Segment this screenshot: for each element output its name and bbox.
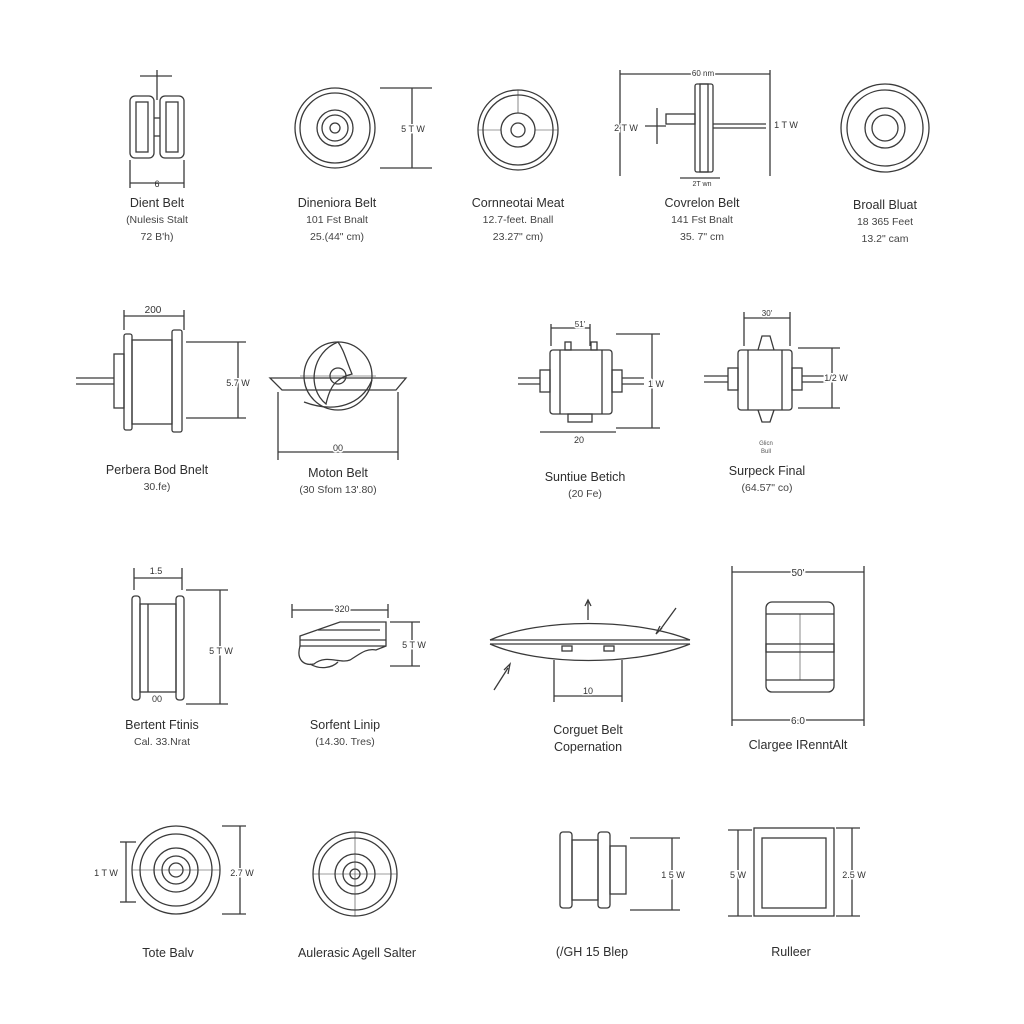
caption-line: (64.57" co) <box>741 482 793 494</box>
dim-label: 5.7 W <box>226 378 250 388</box>
caption-title: Surpeck Final <box>728 464 806 478</box>
caption-moton-belt: Moton Belt (30 Sfom 13'.80) <box>228 465 448 499</box>
dim-label: 20 <box>574 435 584 445</box>
drawing-dient-belt: 6 <box>129 70 185 189</box>
caption-line: 25.(44" cm) <box>310 231 364 243</box>
caption-dineniora-belt: Dineniora Belt 101 Fst Bnalt 25.(44" cm) <box>227 195 447 246</box>
caption-line: (20 Fe) <box>568 488 602 500</box>
drawing-rulleer: 5 W 2.5 W <box>728 827 868 917</box>
drawing-corguet-belt: 10 <box>489 598 691 702</box>
caption-title: Perbera Bod Bnelt <box>105 463 209 477</box>
caption-title: Dient Belt <box>129 196 185 210</box>
caption-title: Bertent Ftinis <box>125 718 199 732</box>
dim-label: 30' <box>762 309 773 318</box>
caption-surpeck-final: Surpeck Final (64.57" co) <box>657 463 877 497</box>
caption-title: Suntiue Betich <box>544 470 626 484</box>
caption-title: Sorfent Linip <box>309 718 381 732</box>
caption-line: Copernation <box>553 740 623 754</box>
drawing-perbera-bod-bnelt: 200 5.7 W <box>76 304 252 433</box>
caption-line: 30.fe) <box>143 481 171 493</box>
caption-line: Cal. 33.Nrat <box>133 736 191 748</box>
caption-title: Covrelon Belt <box>664 196 740 210</box>
caption-line: (30 Sfom 13'.80) <box>299 484 377 496</box>
caption-title: Moton Belt <box>308 466 368 480</box>
caption-covrelon-belt: Covrelon Belt 141 Fst Bnalt 35. 7" cm <box>592 195 812 246</box>
caption-aulerasic-agell-salter: Aulerasic Agell Salter <box>247 945 467 962</box>
dim-label: 2T wn <box>693 181 712 188</box>
drawing-covrelon-belt: 60 nm 2 T W 1 T W 2T wn <box>613 68 800 189</box>
dim-label: 1.5 <box>150 566 163 576</box>
dim-label: 00 <box>152 694 162 704</box>
dim-label: 5 T W <box>209 646 233 656</box>
caption-line: 13.2" cam <box>861 233 909 245</box>
dim-label: 2.5 W <box>842 870 866 880</box>
caption-line: (Nulesis Stalt <box>126 214 188 226</box>
dim-label: 00 <box>333 443 343 453</box>
caption-title: Aulerasic Agell Salter <box>297 946 417 960</box>
dim-label: 2 T W <box>614 123 638 133</box>
drawing-surpeck-final: 30' 1/2 W Glicn Bull <box>704 308 850 455</box>
drawing-clargee-irenntalt: 50' 6.0 <box>731 566 865 729</box>
dim-label: 5 T W <box>401 124 425 134</box>
drawing-suntiue-betich: 51' 1 W 20 <box>518 319 666 445</box>
dim-label: Glicn <box>759 441 773 447</box>
caption-suntiue-betich: Suntiue Betich (20 Fe) <box>475 469 695 503</box>
dim-label: 60 nm <box>692 69 715 78</box>
caption-cornneotai-meat: Cornneotai Meat 12.7-feet. Bnall 23.27" … <box>408 195 628 246</box>
caption-tote-balv: Tote Balv <box>58 945 278 962</box>
drawing-broall-bluat <box>840 83 930 173</box>
caption-broall-bluat: Broall Bluat 18 365 Feet 13.2" cam <box>775 197 995 248</box>
caption-title: Cornneotai Meat <box>471 196 565 210</box>
drawing-cornneotai-meat <box>477 89 559 171</box>
drawing-moton-belt: 00 <box>268 341 408 460</box>
caption-clargee-irenntalt: Clargee IRenntAlt <box>688 737 908 754</box>
caption-line: 72 B'h) <box>140 231 174 243</box>
dim-label: 5 T W <box>402 640 426 650</box>
dim-label: 1 T W <box>774 120 798 130</box>
dim-label: 10 <box>583 686 593 696</box>
caption-title: Clargee IRenntAlt <box>748 738 848 752</box>
drawing-sorfent-linip: 320 5 T W <box>291 603 428 669</box>
caption-line: 23.27" cm) <box>492 231 544 243</box>
caption-title: Dineniora Belt <box>297 196 377 210</box>
dim-label: 1/2 W <box>824 373 848 383</box>
drawing-gh-15-blep: 1 5 W <box>559 831 687 911</box>
caption-bertent-ftinis: Bertent Ftinis Cal. 33.Nrat <box>52 717 272 751</box>
caption-sorfent-linip: Sorfent Linip (14.30. Tres) <box>235 717 455 751</box>
caption-title: Corguet Belt <box>553 723 623 737</box>
drawing-dineniora-belt: 5 T W <box>294 87 432 169</box>
dim-label: 50' <box>791 568 804 579</box>
drawing-bertent-ftinis: 1.5 5 T W 00 <box>131 565 235 705</box>
caption-title: Broall Bluat <box>853 198 917 212</box>
caption-line: 12.7-feet. Bnall <box>482 214 554 226</box>
caption-title: Tote Balv <box>142 946 194 960</box>
dim-label: 1 5 W <box>661 870 685 880</box>
caption-line: 101 Fst Bnalt <box>306 214 368 226</box>
drawing-aulerasic-agell-salter <box>312 831 398 917</box>
dim-label: 200 <box>145 305 162 316</box>
caption-gh-15-blep: (/GH 15 Blep <box>482 944 702 961</box>
dim-label: Bull <box>761 449 771 455</box>
dim-label: 2.7 W <box>230 868 254 878</box>
dim-label: 6 <box>154 179 159 189</box>
dim-label: 5 W <box>730 870 747 880</box>
caption-line: 18 365 Feet <box>856 216 914 228</box>
caption-line: 35. 7" cm <box>680 231 724 243</box>
caption-title: Rulleer <box>771 945 811 959</box>
dim-label: 1 W <box>648 379 665 389</box>
dim-label: 51' <box>575 320 586 329</box>
dim-label: 6.0 <box>791 716 805 727</box>
dim-label: 1 T W <box>94 868 118 878</box>
drawing-tote-balv: 1 T W 2.7 W <box>94 825 256 915</box>
caption-rulleer: Rulleer <box>681 944 901 961</box>
caption-perbera-bod-bnelt: Perbera Bod Bnelt 30.fe) <box>47 462 267 496</box>
dim-label: 320 <box>334 604 349 614</box>
caption-corguet-belt: Corguet Belt Copernation <box>478 722 698 756</box>
caption-line: 141 Fst Bnalt <box>671 214 733 226</box>
caption-title: (/GH 15 Blep <box>555 945 629 959</box>
caption-dient-belt: Dient Belt (Nulesis Stalt 72 B'h) <box>47 195 267 246</box>
caption-line: (14.30. Tres) <box>315 736 375 748</box>
